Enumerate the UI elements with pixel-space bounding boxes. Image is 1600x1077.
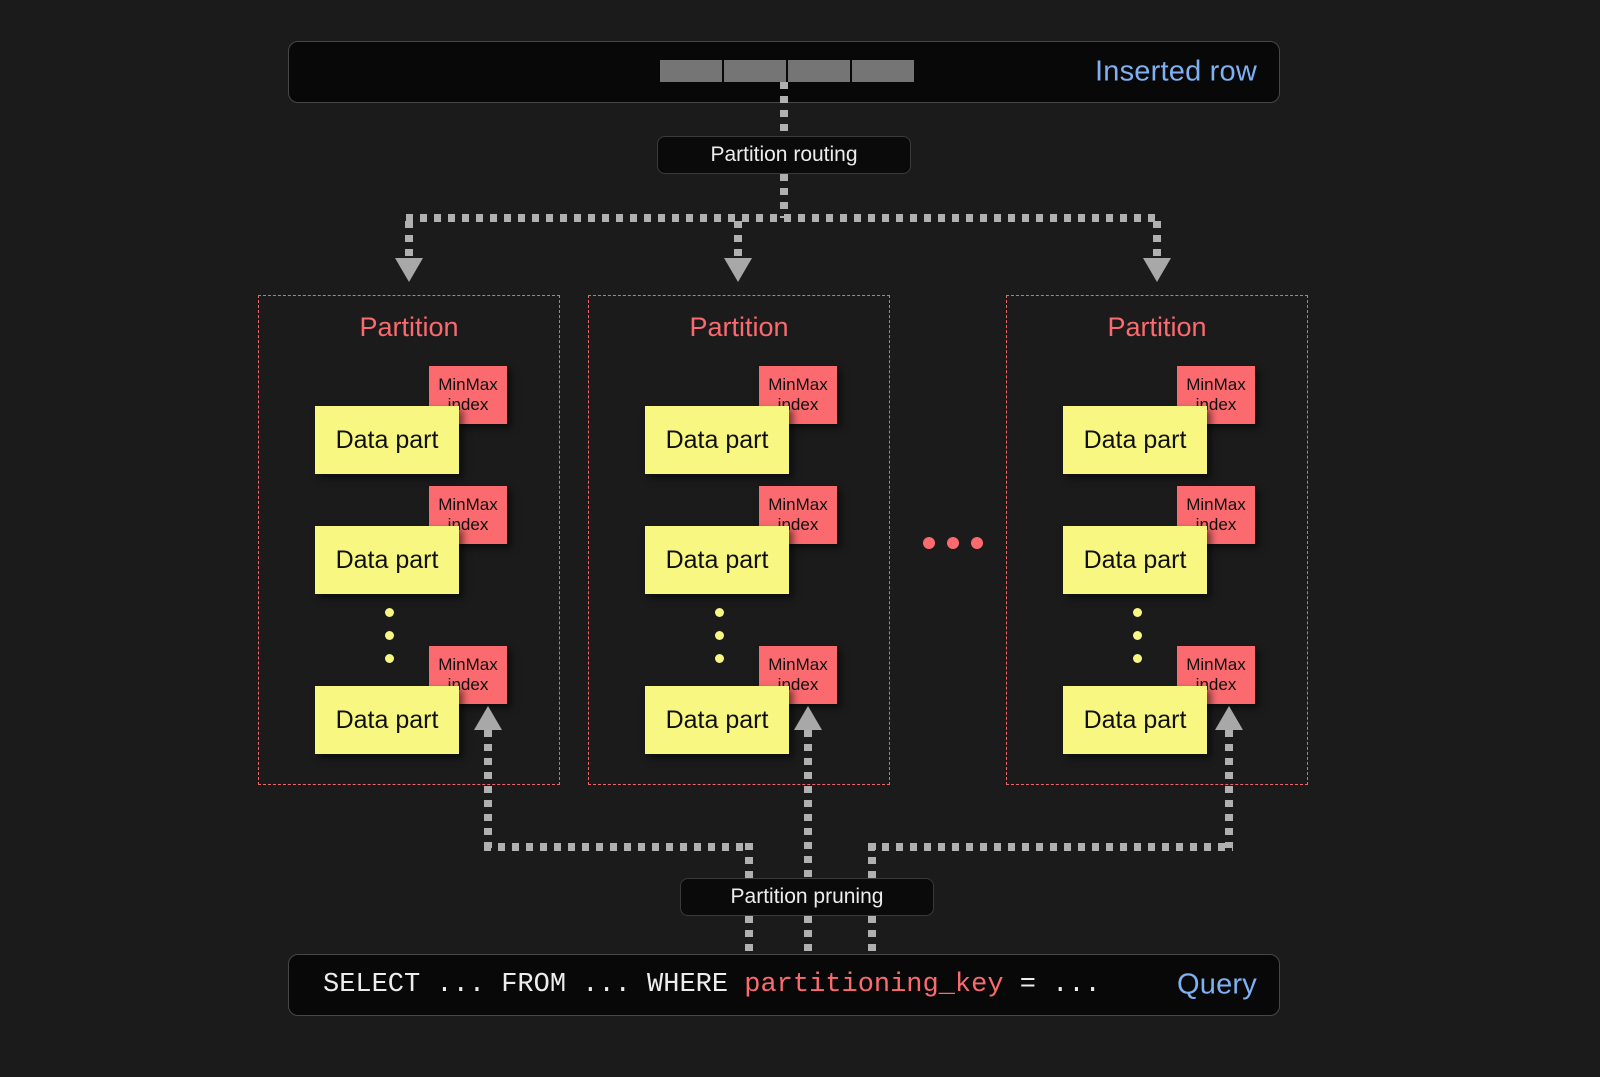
partition-routing-box[interactable]: Partition routing: [657, 136, 911, 174]
arrow-to-partition-3: [1143, 258, 1171, 282]
partition-pruning-box[interactable]: Partition pruning: [680, 878, 934, 916]
query-panel: SELECT ... FROM ... WHERE partitioning_k…: [288, 954, 1280, 1016]
minmax-line-1: MinMax: [1186, 655, 1246, 675]
minmax-line-1: MinMax: [438, 495, 498, 515]
ellipsis-dot: [923, 537, 935, 549]
partition-pruning-label: Partition pruning: [730, 885, 884, 908]
connector-pruning-to-query-2: [804, 916, 812, 954]
connector-pruning-bar-left: [484, 843, 749, 851]
connector-fanout-drop-3: [1153, 221, 1161, 263]
connector-partition-3-up: [1225, 730, 1233, 848]
data-part-box: Data part: [645, 406, 789, 474]
ellipsis-dot: [1133, 608, 1142, 617]
arrow-from-partition-1: [474, 706, 502, 730]
minmax-line-1: MinMax: [768, 495, 828, 515]
partition-routing-label: Partition routing: [710, 143, 858, 166]
query-suffix: = ...: [1003, 970, 1101, 1000]
minmax-line-1: MinMax: [1186, 375, 1246, 395]
ellipsis-dot: [1133, 631, 1142, 640]
connector-pruning-to-query-1: [745, 916, 753, 954]
connector-partition-2-up: [804, 730, 812, 878]
ellipsis-dot: [385, 608, 394, 617]
query-partitioning-key: partitioning_key: [744, 970, 1004, 1000]
query-prefix: SELECT ... FROM ... WHERE: [323, 970, 745, 1000]
arrow-from-partition-2: [794, 706, 822, 730]
connector-routing-stem: [780, 174, 788, 218]
vertical-ellipsis-dots: [715, 608, 724, 663]
ellipsis-dot: [385, 654, 394, 663]
query-label: Query: [1177, 968, 1257, 1001]
connector-pruning-drop-right: [868, 843, 876, 879]
inserted-row-cells: [660, 60, 914, 82]
minmax-line-1: MinMax: [438, 655, 498, 675]
ellipsis-dot: [715, 631, 724, 640]
vertical-ellipsis-dots: [1133, 608, 1142, 663]
query-sql-text: SELECT ... FROM ... WHERE partitioning_k…: [323, 970, 1101, 1000]
connector-fanout-bar: [406, 214, 1161, 222]
connector-pruning-to-query-3: [868, 916, 876, 954]
arrow-to-partition-2: [724, 258, 752, 282]
data-part-box: Data part: [1063, 686, 1207, 754]
partition-title: Partition: [359, 312, 459, 342]
row-cell: [724, 60, 786, 82]
arrow-from-partition-3: [1215, 706, 1243, 730]
partition-title: Partition: [689, 312, 789, 342]
ellipsis-dot: [715, 608, 724, 617]
data-part-box: Data part: [645, 686, 789, 754]
between-partitions-ellipsis: [923, 537, 983, 549]
ellipsis-dot: [947, 537, 959, 549]
row-cell: [852, 60, 914, 82]
connector-pruning-bar-right: [868, 843, 1233, 851]
connector-partition-1-up: [484, 730, 492, 848]
vertical-ellipsis-dots: [385, 608, 394, 663]
row-cell: [660, 60, 722, 82]
row-cell: [788, 60, 850, 82]
inserted-row-label: Inserted row: [1095, 55, 1257, 88]
minmax-line-1: MinMax: [1186, 495, 1246, 515]
data-part-box: Data part: [1063, 406, 1207, 474]
ellipsis-dot: [971, 537, 983, 549]
connector-fanout-drop-1: [405, 221, 413, 263]
ellipsis-dot: [1133, 654, 1142, 663]
minmax-line-1: MinMax: [438, 375, 498, 395]
connector-fanout-drop-2: [734, 221, 742, 263]
minmax-line-1: MinMax: [768, 375, 828, 395]
inserted-row-panel: Inserted row: [288, 41, 1280, 103]
ellipsis-dot: [715, 654, 724, 663]
connector-pruning-drop-left: [745, 843, 753, 879]
data-part-box: Data part: [315, 686, 459, 754]
data-part-box: Data part: [315, 406, 459, 474]
data-part-box: Data part: [1063, 526, 1207, 594]
data-part-box: Data part: [315, 526, 459, 594]
arrow-to-partition-1: [395, 258, 423, 282]
data-part-box: Data part: [645, 526, 789, 594]
partition-title: Partition: [1107, 312, 1207, 342]
minmax-line-1: MinMax: [768, 655, 828, 675]
ellipsis-dot: [385, 631, 394, 640]
connector-row-to-routing: [780, 82, 788, 136]
